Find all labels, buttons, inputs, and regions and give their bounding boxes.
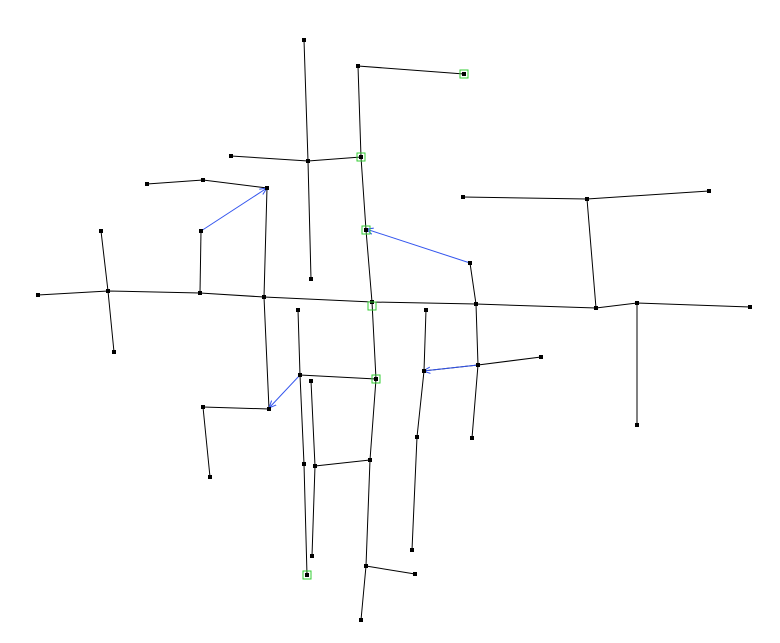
tree-node[interactable] [422, 369, 426, 373]
tree-node[interactable] [112, 350, 116, 354]
tree-node[interactable] [201, 405, 205, 409]
tree-edge [586, 198, 597, 309]
highlight-layer [302, 69, 469, 580]
tree-node[interactable] [413, 572, 417, 576]
tree-node[interactable] [462, 72, 466, 76]
node-layer [36, 38, 752, 622]
tree-node[interactable] [302, 462, 306, 466]
tree-node[interactable] [368, 458, 372, 462]
highlighted-node-marker[interactable] [367, 301, 377, 311]
tree-node[interactable] [356, 64, 360, 68]
tree-node[interactable] [208, 475, 212, 479]
tree-node[interactable] [310, 554, 314, 558]
link-arrow [423, 364, 479, 371]
highlighted-node-marker[interactable] [361, 225, 371, 235]
arrow-layer [200, 188, 479, 408]
tree-node[interactable] [635, 423, 639, 427]
tree-node[interactable] [302, 38, 306, 42]
tree-edge [297, 309, 308, 576]
tree-node[interactable] [36, 293, 40, 297]
tree-edge [469, 262, 479, 439]
link-arrow [366, 229, 471, 264]
tree-edge [202, 406, 211, 478]
tree-node[interactable] [474, 302, 478, 306]
tree-node[interactable] [364, 228, 368, 232]
tree-node[interactable] [585, 197, 589, 201]
tree-edge [146, 179, 270, 410]
tree-node[interactable] [106, 289, 110, 293]
highlighted-node-marker[interactable] [371, 374, 381, 384]
tree-edge [357, 65, 465, 75]
tree-edge [37, 290, 751, 309]
tree-node[interactable] [313, 464, 317, 468]
tree-node[interactable] [594, 306, 598, 310]
tree-node[interactable] [461, 195, 465, 199]
tree-node[interactable] [298, 373, 302, 377]
highlighted-node-marker[interactable] [459, 69, 469, 79]
tree-node[interactable] [364, 564, 368, 568]
tree-edge [365, 565, 416, 575]
tree-edge [357, 65, 377, 621]
tree-edge [230, 155, 362, 162]
highlighted-node-marker[interactable] [302, 570, 312, 580]
tree-node[interactable] [748, 305, 752, 309]
tree-node[interactable] [199, 229, 203, 233]
tree-node[interactable] [539, 355, 543, 359]
tree-node[interactable] [309, 277, 313, 281]
tree-node[interactable] [198, 291, 202, 295]
tree-edge [299, 374, 377, 380]
tree-node[interactable] [309, 379, 313, 383]
tree-node[interactable] [359, 155, 363, 159]
tree-node[interactable] [415, 435, 419, 439]
tree-edge [310, 380, 316, 557]
tree-node[interactable] [707, 189, 711, 193]
tree-node[interactable] [410, 548, 414, 552]
tree-node[interactable] [635, 301, 639, 305]
tree-node[interactable] [262, 295, 266, 299]
tree-node[interactable] [267, 407, 271, 411]
tree-edge [202, 406, 270, 410]
tree-node[interactable] [145, 182, 149, 186]
tree-node[interactable] [468, 261, 472, 265]
tree-node[interactable] [374, 377, 378, 381]
tree-node[interactable] [229, 154, 233, 158]
tree-node[interactable] [305, 573, 309, 577]
tree-edge [411, 309, 427, 551]
tree-node[interactable] [296, 308, 300, 312]
tree-node[interactable] [424, 308, 428, 312]
tree-node[interactable] [265, 186, 269, 190]
tree-node[interactable] [359, 618, 363, 622]
tree-edge [314, 459, 371, 467]
tree-node[interactable] [99, 229, 103, 233]
highlighted-node-marker[interactable] [356, 152, 366, 162]
tree-edge [199, 230, 202, 294]
link-arrow [200, 188, 267, 232]
tree-node[interactable] [470, 436, 474, 440]
edge-layer [37, 39, 751, 621]
tree-node[interactable] [476, 363, 480, 367]
link-arrow [269, 374, 301, 408]
tree-node[interactable] [306, 159, 310, 163]
tree-node[interactable] [201, 178, 205, 182]
